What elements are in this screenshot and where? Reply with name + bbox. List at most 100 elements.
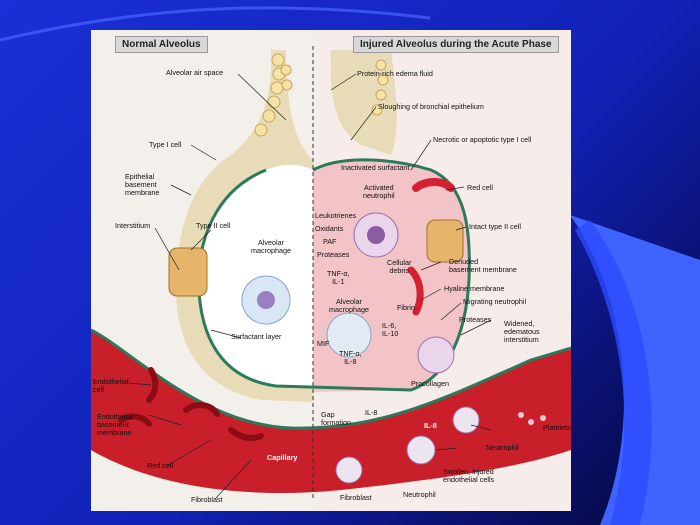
leader-line bbox=[330, 73, 357, 91]
bronchial-cells bbox=[254, 53, 389, 137]
label-proteases-right: Proteases bbox=[459, 315, 492, 324]
epithelial-cell bbox=[371, 104, 383, 116]
label-hyaline-membrane: Hyaline membrane bbox=[444, 284, 505, 293]
label-surfactant-layer: Surfactant layer bbox=[231, 332, 282, 341]
epithelial-cell bbox=[270, 81, 284, 95]
red-cell-alveolus-2 bbox=[407, 266, 424, 316]
leader-line bbox=[420, 261, 442, 271]
label-neutrophil-bottom: Neutrophil bbox=[403, 490, 436, 499]
epithelial-cell bbox=[377, 74, 389, 86]
label-alveolar-macrophage: Alveolar macrophage bbox=[251, 238, 291, 255]
alveolus-air-space-left bbox=[198, 164, 313, 387]
leader-line bbox=[445, 186, 465, 191]
label-platelets: Platelets bbox=[543, 423, 571, 432]
platelet bbox=[528, 419, 534, 425]
label-mif: MIF bbox=[317, 339, 330, 348]
leader-line bbox=[350, 106, 377, 141]
label-fibroblast-left: Fibroblast bbox=[191, 495, 223, 504]
leader-line bbox=[435, 447, 457, 451]
label-red-cell-left: Red cell bbox=[147, 461, 173, 470]
label-activated-neutrophil: Activated neutrophil bbox=[363, 183, 395, 200]
label-neutrophil: Neutrophil bbox=[486, 443, 519, 452]
label-type-ii-cell: Type II cell bbox=[196, 221, 231, 230]
label-capillary: Capillary bbox=[267, 453, 298, 462]
leader-line bbox=[470, 424, 492, 431]
epithelial-cell bbox=[262, 109, 276, 123]
leader-line bbox=[460, 319, 492, 336]
label-paf: PAF bbox=[323, 237, 337, 246]
vessel-red-cells bbox=[118, 367, 264, 441]
label-il8-small: IL-8 bbox=[424, 421, 437, 430]
label-fibroblast-right: Fibroblast bbox=[340, 493, 372, 502]
label-intact-type-ii: Intact type II cell bbox=[469, 222, 521, 231]
leader-line bbox=[128, 382, 152, 386]
leader-line bbox=[170, 184, 192, 196]
label-epithelial-basement-membrane: Epithelial basement membrane bbox=[125, 172, 160, 197]
label-cellular-debris: Cellular debris bbox=[387, 258, 412, 275]
type-ii-cell-left bbox=[168, 247, 208, 297]
vessel-red-cell bbox=[183, 402, 220, 417]
label-denuded-membrane: Denuded basement membrane bbox=[449, 257, 517, 274]
epithelial-cell bbox=[375, 89, 387, 101]
label-tnf-il8: TNF-α, IL-8 bbox=[339, 349, 362, 366]
leader-lines bbox=[128, 73, 492, 499]
leader-line bbox=[210, 329, 242, 339]
epithelial-cell bbox=[254, 123, 268, 137]
label-il8: IL-8 bbox=[365, 408, 378, 417]
leader-line bbox=[420, 288, 442, 301]
header-normal-alveolus: Normal Alveolus bbox=[115, 36, 208, 53]
capillary-vessel bbox=[91, 330, 571, 494]
epithelial-cell bbox=[280, 64, 292, 76]
label-necrotic-type-i: Necrotic or apoptotic type I cell bbox=[433, 135, 532, 144]
type-ii-cell-right bbox=[426, 219, 464, 263]
label-fibrin: Fibrin bbox=[397, 303, 415, 312]
label-interstitium: Interstitium bbox=[115, 221, 151, 230]
macrophage-left-nucleus bbox=[257, 291, 275, 309]
leader-line bbox=[190, 229, 212, 251]
leader-line bbox=[154, 227, 180, 271]
label-protein-rich-edema: Protein-rich edema fluid bbox=[357, 69, 433, 78]
alveolus-diagram bbox=[91, 30, 571, 511]
label-endothelial-basement-membrane: Endothelial basement membrane bbox=[97, 412, 133, 437]
label-type-i-cell: Type I cell bbox=[149, 140, 182, 149]
platelet bbox=[518, 412, 524, 418]
label-tnf-il1: TNF-α, IL-1 bbox=[327, 269, 350, 286]
epithelial-cell bbox=[271, 53, 285, 67]
label-leukotrienes: Leukotrienes bbox=[315, 211, 357, 220]
epithelial-cell bbox=[281, 79, 293, 91]
leader-line bbox=[410, 139, 432, 171]
leader-line bbox=[237, 73, 287, 121]
label-migrating-neutrophil: Migrating neutrophil bbox=[463, 297, 527, 306]
migrating-neutrophil bbox=[417, 336, 455, 374]
epithelial-cell bbox=[375, 59, 387, 71]
macrophage-right bbox=[326, 312, 372, 358]
vessel-red-cell bbox=[146, 367, 159, 403]
label-alveolar-air-space: Alveolar air space bbox=[166, 68, 224, 77]
leader-line bbox=[455, 226, 467, 231]
label-il6-il10: IL-6, IL-10 bbox=[382, 321, 399, 338]
top-curve-decoration bbox=[0, 6, 431, 42]
vessel-red-cell bbox=[228, 427, 264, 441]
leader-line bbox=[190, 144, 217, 161]
activated-neutrophil-nucleus bbox=[367, 226, 385, 244]
vessel-neutrophil-2 bbox=[452, 406, 480, 434]
right-blob-inner-decoration bbox=[575, 220, 652, 525]
platelets bbox=[518, 412, 546, 425]
leader-line bbox=[215, 459, 252, 499]
label-endothelial-cell: Endothelial cell bbox=[93, 377, 129, 394]
vessel-neutrophil bbox=[406, 435, 436, 465]
leader-line bbox=[167, 439, 212, 466]
label-swollen-endothelial: Swollen, injured endothelial cells bbox=[443, 467, 495, 484]
label-red-cell-right: Red cell bbox=[467, 183, 493, 192]
label-gap-formation: Gap formation bbox=[321, 410, 351, 427]
label-oxidants: Oxidants bbox=[315, 224, 344, 233]
leader-line bbox=[148, 414, 182, 426]
leader-line bbox=[440, 302, 462, 321]
diagram-panel: Normal Alveolus Injured Alveolus during … bbox=[91, 30, 571, 511]
platelet bbox=[540, 415, 546, 421]
label-alveolar-macrophage-right: Alveolar macrophage bbox=[329, 297, 369, 314]
label-proteases-left: Proteases bbox=[317, 250, 350, 259]
label-sloughing: Sloughing of bronchial epithelium bbox=[378, 102, 484, 111]
